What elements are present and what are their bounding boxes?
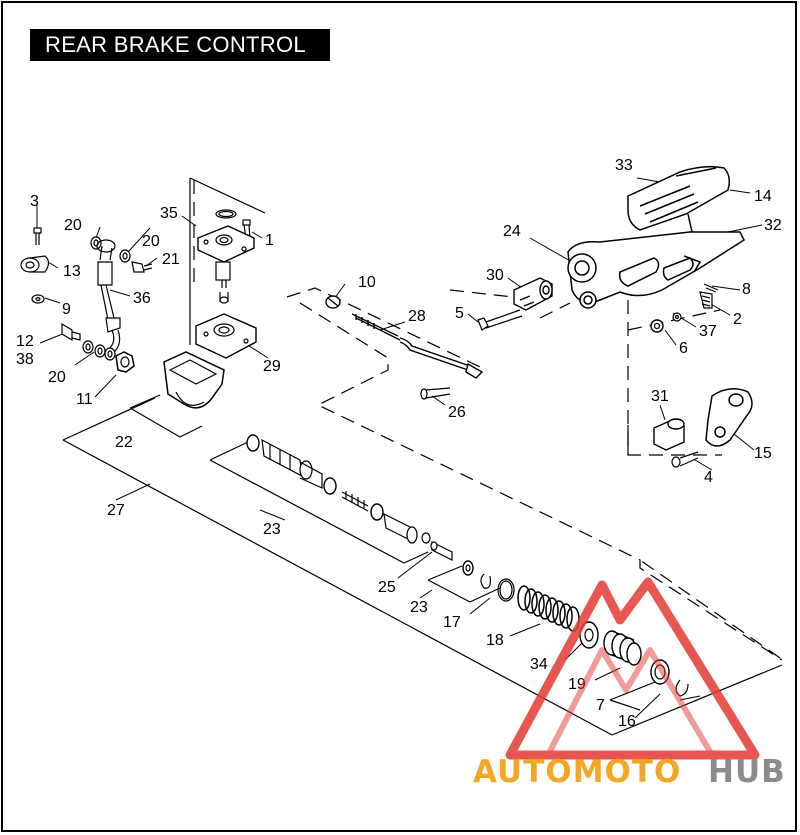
part-24-pedal-arm (567, 231, 745, 309)
part-13-clamp (20, 255, 50, 273)
callout-4: 4 (704, 469, 713, 486)
part-31-bushing (653, 418, 685, 451)
callout-6: 6 (679, 340, 688, 357)
part-8-spring-pin (703, 283, 719, 293)
part-36-brake-line (96, 239, 121, 357)
part-20-washer-top (90, 236, 102, 250)
callout-20-mid: 20 (142, 233, 160, 250)
callout-15: 15 (754, 445, 772, 462)
callout-37: 37 (699, 323, 717, 340)
callout-33: 33 (615, 157, 633, 174)
callout-13: 13 (63, 263, 81, 280)
callout-16: 16 (618, 713, 636, 730)
part-20-washer-mid (119, 249, 131, 263)
part-6-nut (650, 319, 664, 333)
part-12-fitting (61, 322, 81, 342)
callout-18: 18 (486, 632, 504, 649)
part-21-bleeder-screw (131, 261, 153, 273)
part-29-reservoir (195, 313, 257, 359)
leader-lines (36, 177, 763, 719)
callout-30: 30 (486, 267, 504, 284)
callout-7: 7 (596, 697, 605, 714)
part-25-pushrod (430, 541, 453, 561)
callout-9: 9 (62, 301, 71, 318)
callout-3: 3 (30, 193, 39, 210)
bracket-lines (62, 177, 783, 736)
watermark-text-hub: HUB (708, 754, 786, 790)
callout-27: 27 (107, 502, 125, 519)
callout-1: 1 (265, 232, 274, 249)
part-9-washer (31, 294, 45, 304)
callout-34: 34 (530, 656, 548, 673)
callout-2: 2 (733, 311, 742, 328)
part-18-spring (517, 585, 580, 632)
callout-10: 10 (358, 274, 376, 291)
callout-23-upper: 23 (263, 521, 281, 538)
callout-8: 8 (742, 281, 751, 298)
callout-20-top: 20 (64, 217, 82, 234)
part-22-cylinder-body (163, 351, 225, 409)
part-15-bracket (705, 388, 753, 447)
part-26-clevis-pin (420, 387, 451, 400)
part-2-screw (699, 291, 713, 309)
callout-26: 26 (448, 404, 466, 421)
part-19-boot (603, 630, 642, 666)
part-11-nut (115, 351, 135, 373)
callout-labels: 3 20 13 9 20 21 36 12 38 20 11 35 1 29 2… (16, 157, 782, 730)
callout-23-lower: 23 (410, 599, 428, 616)
callout-22: 22 (115, 434, 133, 451)
callout-28: 28 (408, 308, 426, 325)
part-3-screw (33, 227, 42, 245)
callout-25: 25 (378, 579, 396, 596)
callout-35: 35 (160, 205, 178, 222)
watermark-text-automoto: AUTOMOTO (473, 754, 681, 790)
part-10-boot (325, 295, 341, 309)
callout-5: 5 (455, 305, 464, 322)
part-28-rod (351, 313, 484, 379)
watermark-logo (505, 577, 760, 760)
diagram-title: REAR BRAKE CONTROL (30, 29, 330, 61)
part-30-clevis (513, 277, 553, 311)
callout-20-low: 20 (48, 369, 66, 386)
part-reservoir-cap-gasket (197, 209, 255, 304)
callout-12: 12 (16, 333, 34, 350)
part-23-seal-lower (462, 560, 491, 589)
part-5-bolt (477, 309, 523, 331)
callout-24: 24 (503, 223, 521, 240)
part-33-pedal-rubber (627, 165, 731, 233)
callout-29: 29 (263, 358, 281, 375)
callout-14: 14 (754, 188, 772, 205)
callout-36: 36 (133, 290, 151, 307)
part-23-piston-assembly (246, 434, 431, 544)
callout-17: 17 (443, 614, 461, 631)
part-20-washers-lower (82, 340, 116, 361)
callout-11: 11 (76, 391, 93, 408)
part-4-bolt (671, 451, 699, 468)
callout-31: 31 (651, 388, 669, 405)
callout-32: 32 (764, 217, 782, 234)
callout-21: 21 (162, 251, 180, 268)
part-37-washer (672, 312, 682, 322)
part-17-retaining-ring (497, 578, 515, 602)
callout-38: 38 (16, 351, 34, 368)
